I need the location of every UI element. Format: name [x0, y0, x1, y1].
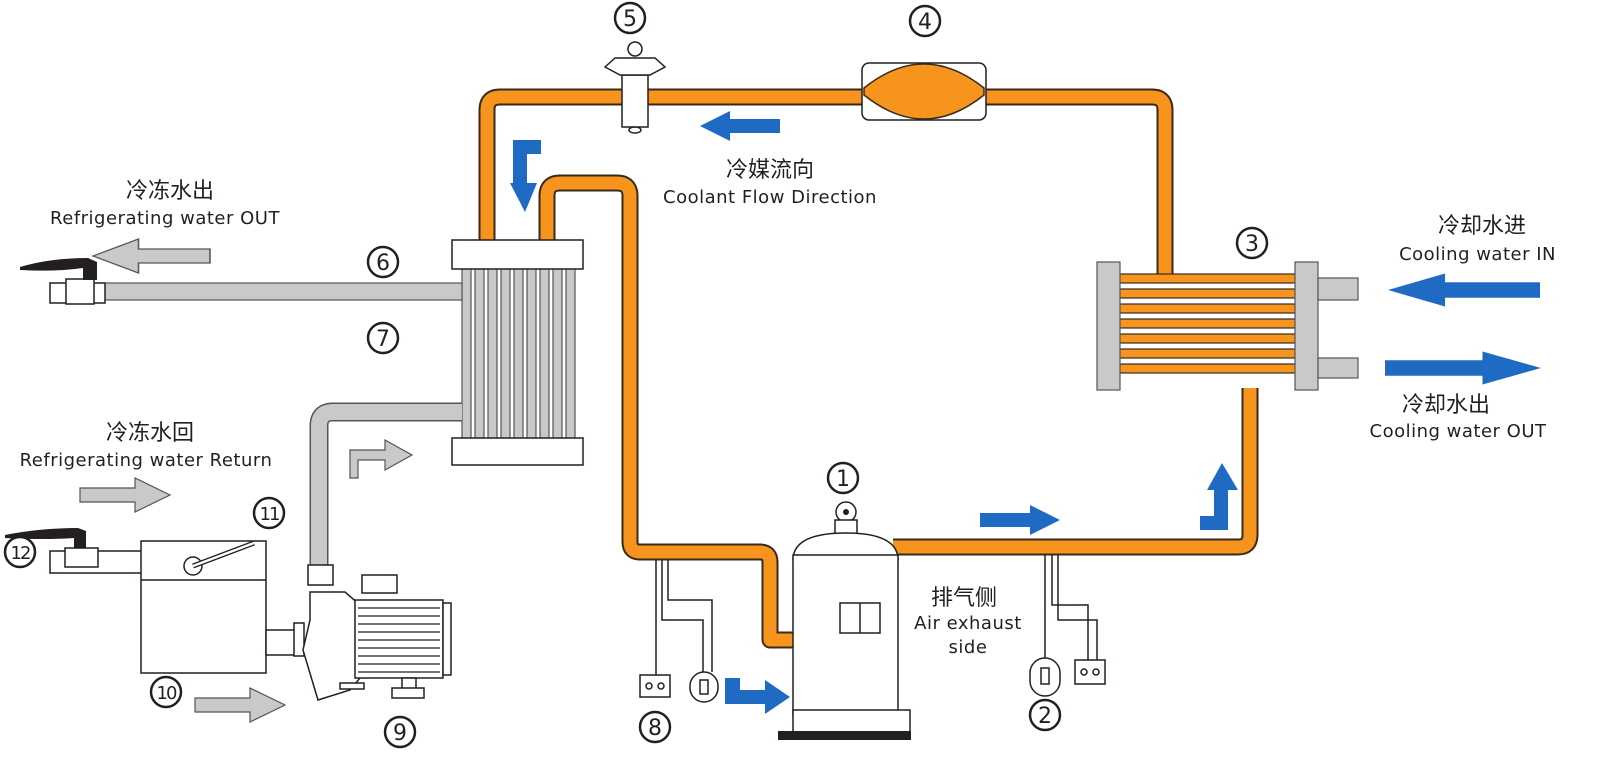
marker-11: 11 — [252, 496, 286, 530]
chilled-water-return-label-zh: 冷冻水回 — [106, 421, 194, 446]
cooling-water-in-arrow — [1388, 273, 1540, 307]
expansion-valve — [603, 41, 667, 134]
coolant-arrow-up — [1200, 463, 1238, 530]
svg-text:7: 7 — [376, 327, 390, 352]
marker-1: 1 — [826, 461, 860, 495]
svg-text:12: 12 — [11, 543, 30, 564]
coolant-flow-label-zh: 冷媒流向 — [726, 158, 814, 183]
svg-text:6: 6 — [376, 251, 390, 276]
chilled-water-out-label-en: Refrigerating water OUT — [50, 208, 280, 229]
marker-5: 5 — [613, 1, 647, 35]
coolant-arrow-right — [980, 505, 1060, 535]
marker-4: 4 — [908, 4, 942, 38]
cooling-water-in-label-en: Cooling water IN — [1399, 244, 1556, 265]
marker-9: 9 — [383, 715, 417, 749]
coolant-arrow-down — [510, 140, 541, 212]
exhaust-side-label-en-2: side — [949, 637, 988, 658]
marker-3: 3 — [1235, 226, 1269, 260]
evaporator — [451, 239, 584, 466]
valve-handle-icon — [20, 258, 97, 280]
refrigerant-pipe-suction — [538, 174, 795, 649]
marker-2: 2 — [1028, 698, 1062, 732]
pressure-switch-low — [639, 560, 719, 703]
marker-8: 8 — [638, 710, 672, 744]
svg-text:11: 11 — [260, 504, 279, 525]
cooling-water-out-label-en: Cooling water OUT — [1370, 421, 1548, 442]
cooling-water-out-arrow — [1385, 351, 1541, 385]
marker-6: 6 — [366, 245, 400, 279]
chilled-out-arrow — [92, 238, 211, 274]
refrigerant-pipe-discharge — [893, 388, 1259, 556]
chilled-return-arrow — [79, 477, 171, 513]
chilled-water-out-label-zh: 冷冻水出 — [126, 179, 214, 204]
svg-text:3: 3 — [1245, 232, 1259, 257]
coolant-arrow-into-compressor — [725, 678, 790, 714]
tank-to-pump-arrow — [194, 687, 286, 723]
cooling-water-out-label-zh: 冷却水出 — [1402, 393, 1490, 418]
svg-text:10: 10 — [157, 683, 177, 704]
chilled-water-return-label-en: Refrigerating water Return — [20, 450, 273, 471]
filter-drier — [861, 62, 987, 121]
svg-text:4: 4 — [918, 10, 932, 35]
marker-10: 10 — [149, 675, 183, 709]
svg-text:1: 1 — [836, 467, 850, 492]
coolant-arrow-left — [700, 111, 780, 141]
svg-text:5: 5 — [623, 7, 637, 32]
condenser — [1096, 261, 1359, 391]
chilled-water-out-pipe — [20, 258, 463, 305]
marker-7: 7 — [366, 321, 400, 355]
refrigerant-pipe-top — [478, 88, 1174, 277]
svg-text:2: 2 — [1038, 704, 1052, 729]
exhaust-side-label-en-1: Air exhaust — [914, 613, 1022, 634]
exhaust-side-label-zh: 排气侧 — [931, 586, 997, 611]
svg-text:9: 9 — [393, 721, 407, 746]
cooling-water-in-label-zh: 冷却水进 — [1438, 214, 1526, 239]
chilled-water-return-pipe — [309, 402, 462, 568]
water-pump — [265, 564, 452, 701]
marker-12: 12 — [3, 535, 37, 569]
valve-handle-icon — [5, 528, 86, 548]
pump-to-evaporator-arrow — [349, 438, 414, 479]
coolant-flow-label-en: Coolant Flow Direction — [663, 187, 877, 208]
svg-text:8: 8 — [648, 716, 662, 741]
water-tank — [5, 528, 267, 674]
compressor — [778, 501, 911, 740]
pressure-switch-high — [1029, 555, 1106, 697]
